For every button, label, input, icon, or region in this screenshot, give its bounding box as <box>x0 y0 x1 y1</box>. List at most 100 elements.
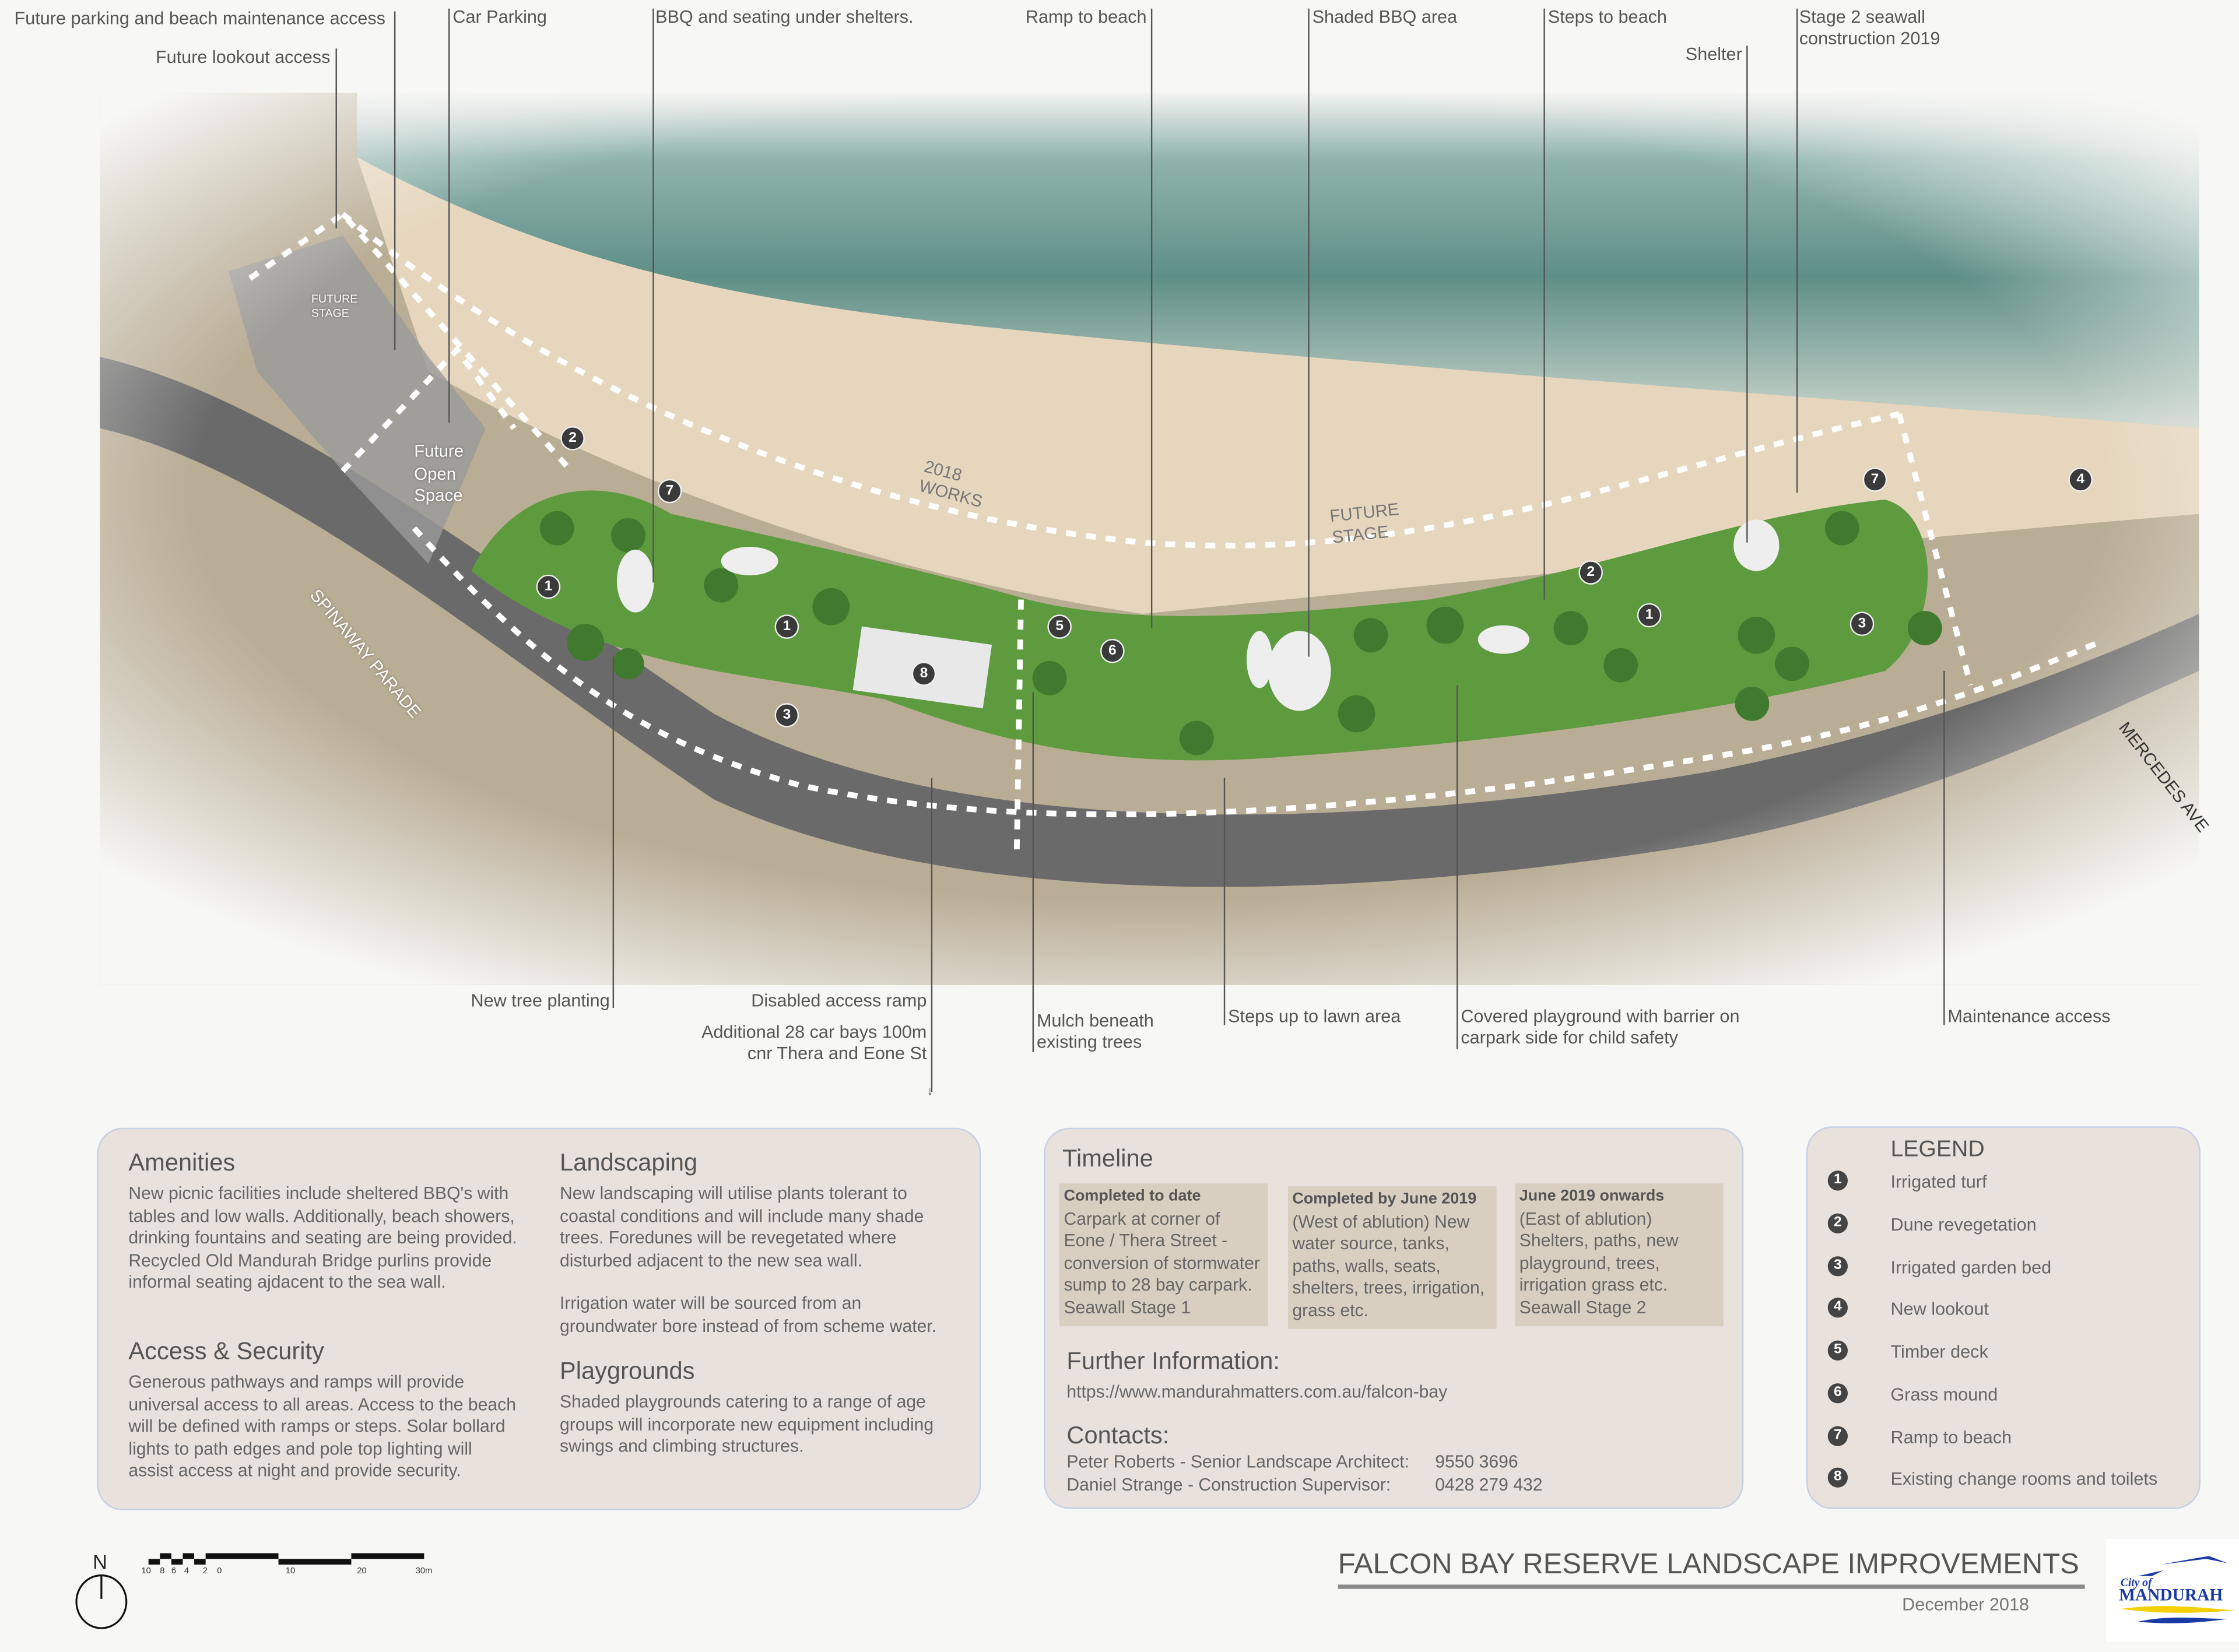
scale-tick: 10 <box>141 1567 151 1576</box>
contact-name: Daniel Strange - Construction Supervisor… <box>1066 1474 1391 1495</box>
city-of-mandurah-logo: City of MANDURAH <box>2106 1539 2239 1642</box>
further-info-url[interactable]: https://www.mandurahmatters.com.au/falco… <box>1066 1382 1448 1402</box>
playgrounds-body: Shaded playgrounds catering to a range o… <box>560 1391 934 1456</box>
callout-car-parking: Car Parking <box>452 7 547 27</box>
scale-tick: 20 <box>357 1567 367 1576</box>
legend-label: Timber deck <box>1890 1342 1988 1362</box>
contact-phone: 9550 3696 <box>1435 1451 1518 1472</box>
callout-line: Stage 2 seawall <box>1799 7 1925 27</box>
map-marker: 2 <box>560 426 585 451</box>
landscaping-body-2: Irrigation water will be sourced from an… <box>560 1293 937 1336</box>
legend-number: 7 <box>1827 1426 1848 1446</box>
legend-heading: LEGEND <box>1890 1137 1985 1162</box>
map-marker: 6 <box>1100 638 1125 663</box>
map-marker: 7 <box>657 479 682 504</box>
callout-line: construction 2019 <box>1799 28 1940 49</box>
legend-label: Ramp to beach <box>1890 1428 2012 1448</box>
callout-steps-to-beach: Steps to beach <box>1547 7 1667 27</box>
scale-tick: 10 <box>285 1567 296 1576</box>
map-marker: 3 <box>1850 611 1875 637</box>
leader-line <box>1032 692 1034 1052</box>
leader-line <box>652 8 654 583</box>
callout-line: Covered playground with barrier on <box>1461 1006 1740 1027</box>
callout-bbq-seating: BBQ and seating under shelters. <box>655 7 914 27</box>
contact-phone: 0428 279 432 <box>1435 1474 1543 1495</box>
map-marker: 1 <box>774 614 799 639</box>
landscaping-heading: Landscaping <box>560 1149 698 1176</box>
access-body: Generous pathways and ramps will provide… <box>128 1372 517 1481</box>
contacts-heading: Contacts: <box>1066 1422 1170 1449</box>
scale-tick: 2 <box>202 1567 208 1576</box>
callout-line: cnr Thera and Eone St <box>747 1043 927 1064</box>
scale-tick: 0 <box>217 1567 222 1576</box>
callout-line: carpark side for child safety <box>1461 1028 1678 1048</box>
callout-line: existing trees <box>1036 1032 1142 1052</box>
leader-line <box>1943 671 1945 1025</box>
north-label: N <box>93 1550 107 1573</box>
info-panel: Amenities New picnic facilities include … <box>97 1127 981 1511</box>
playgrounds-heading: Playgrounds <box>560 1357 695 1385</box>
map-text: FUTURE <box>311 293 358 306</box>
callout-steps-lawn: Steps up to lawn area <box>1228 1006 1401 1027</box>
leader-line <box>1746 45 1748 543</box>
sheet-title: FALCON BAY RESERVE LANDSCAPE IMPROVEMENT… <box>1338 1549 2079 1581</box>
map-marker: 7 <box>1862 468 1887 492</box>
legend-number: 4 <box>1827 1298 1848 1318</box>
callout-disabled-ramp: Disabled access ramp <box>751 990 927 1011</box>
timeline-column-body: Carpark at corner of Eone / Thera Street… <box>1064 1208 1260 1317</box>
sheet-date: December 2018 <box>1902 1594 2030 1615</box>
arrow-down-icon: ↓ <box>927 1083 933 1098</box>
title-underline <box>1338 1584 2085 1589</box>
further-info-heading: Further Information: <box>1066 1347 1280 1375</box>
legend-label: Existing change rooms and toilets <box>1890 1469 2158 1489</box>
amenities-heading: Amenities <box>128 1149 236 1176</box>
aerial-map <box>100 93 2199 985</box>
north-arrow-icon <box>75 1574 128 1629</box>
timeline-column: Completed by June 2019 (West of ablution)… <box>1287 1186 1497 1330</box>
leader-line <box>1456 685 1458 1050</box>
scale-bar <box>148 1553 424 1565</box>
map-text: Future <box>414 441 464 462</box>
legend-number: 6 <box>1827 1383 1848 1404</box>
leader-line <box>931 778 933 1092</box>
callout-line: Additional 28 car bays 100m <box>701 1022 927 1042</box>
timeline-column-heading: June 2019 onwards <box>1519 1187 1665 1205</box>
leader-line <box>1150 8 1153 628</box>
scale-tick: 6 <box>171 1567 177 1576</box>
legend-number: 8 <box>1827 1467 1848 1488</box>
timeline-column-body: (West of ablution) New water source, tan… <box>1292 1211 1485 1320</box>
landscaping-body: New landscaping will utilise plants tole… <box>560 1183 924 1270</box>
leader-line <box>612 656 615 1008</box>
legend-number: 2 <box>1827 1213 1848 1233</box>
amenities-body: New picnic facilities include sheltered … <box>128 1183 517 1292</box>
legend-label: New lookout <box>1890 1299 1989 1319</box>
svg-text:City of: City of <box>2121 1577 2153 1589</box>
map-marker: 5 <box>1047 614 1072 639</box>
legend-label: Grass mound <box>1890 1384 1998 1405</box>
playgrounds-section: Playgrounds Shaded playgrounds catering … <box>560 1358 952 1458</box>
landscaping-section: Landscaping New landscaping will utilise… <box>560 1149 952 1337</box>
callout-shelter: Shelter <box>1685 44 1742 65</box>
callout-shaded-bbq: Shaded BBQ area <box>1312 7 1458 27</box>
map-text: Space <box>414 485 463 505</box>
scale-tick: 8 <box>160 1567 165 1576</box>
map-marker: 4 <box>2068 468 2093 492</box>
contact-name: Peter Roberts - Senior Landscape Archite… <box>1066 1451 1409 1472</box>
leader-line <box>335 48 337 229</box>
legend-number: 3 <box>1827 1256 1848 1277</box>
timeline-column: June 2019 onwards(East of ablution) Shel… <box>1515 1183 1724 1327</box>
leader-line <box>1308 8 1310 657</box>
callout-maintenance: Maintenance access <box>1947 1006 2111 1027</box>
svg-text:MANDURAH: MANDURAH <box>2119 1586 2223 1604</box>
timeline-column-heading: Completed by June 2019 <box>1292 1190 1477 1208</box>
map-marker: 2 <box>1578 560 1603 585</box>
leader-line <box>394 11 396 350</box>
legend-number: 1 <box>1827 1171 1848 1191</box>
